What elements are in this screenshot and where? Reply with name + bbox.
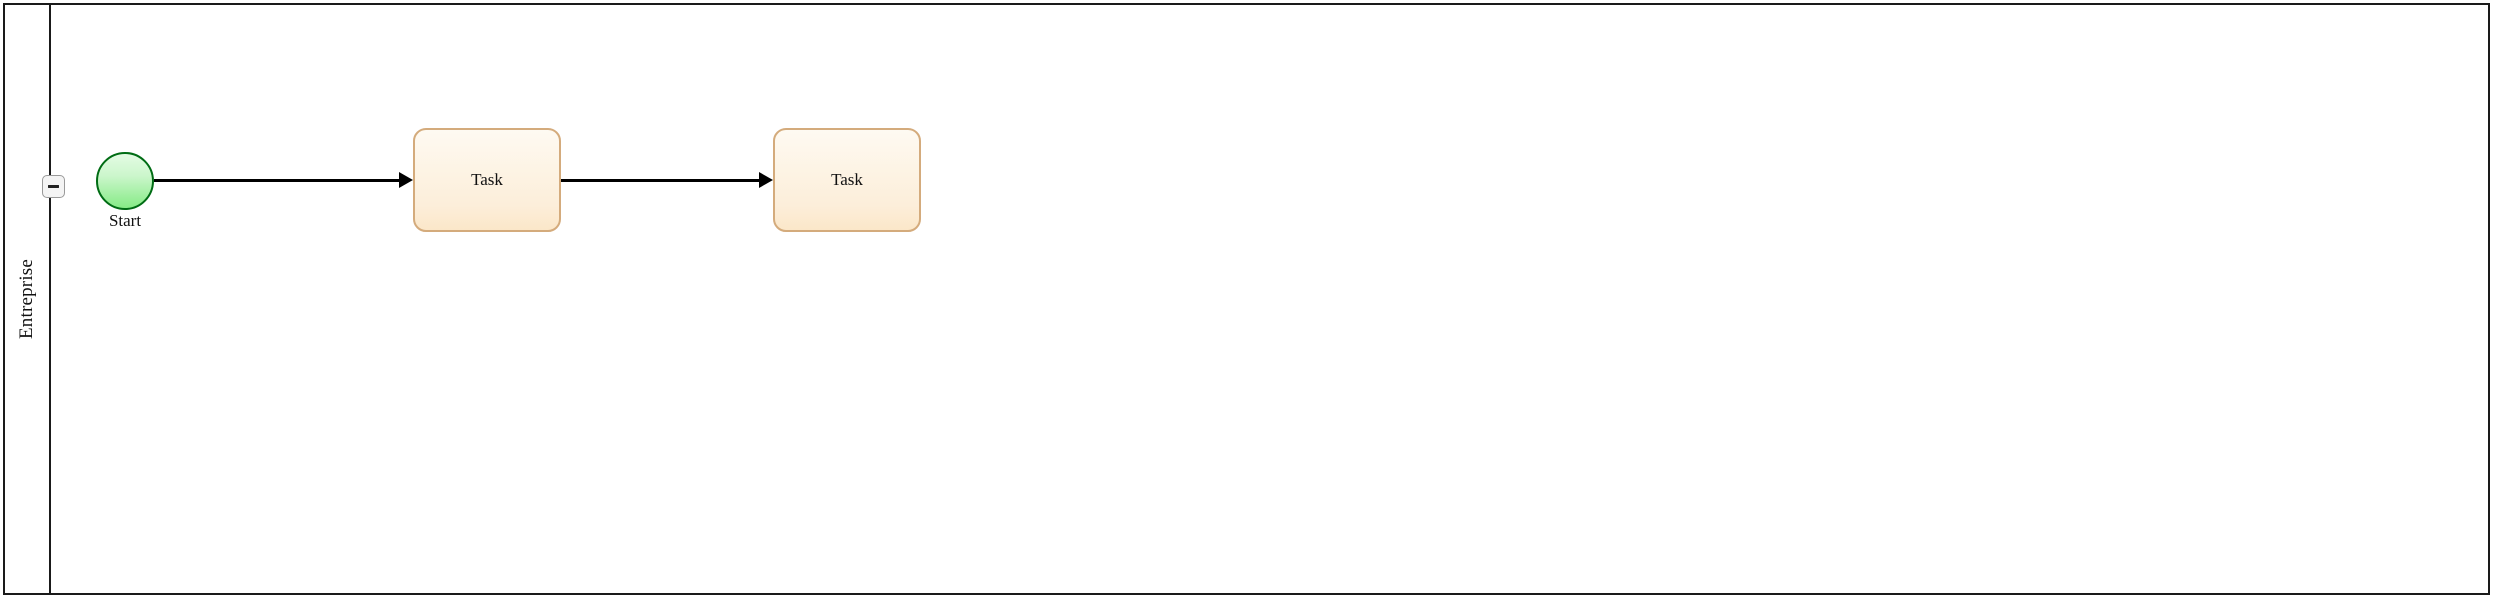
collapse-lane-button[interactable]	[42, 175, 65, 198]
task-node-2[interactable]: Task	[773, 128, 921, 232]
start-event-node[interactable]	[96, 152, 154, 210]
sequence-flow-start-to-task-1[interactable]	[154, 179, 400, 182]
sequence-flow-task-1-to-task-2[interactable]	[561, 179, 760, 182]
task-label: Task	[471, 169, 503, 189]
arrowhead-icon	[759, 172, 773, 188]
lane-label: Entreprise	[16, 258, 37, 340]
start-event-label: Start	[108, 211, 142, 230]
lane-header[interactable]: Entreprise	[5, 5, 51, 593]
minus-icon	[48, 184, 59, 189]
arrowhead-icon	[399, 172, 413, 188]
task-label: Task	[831, 169, 863, 189]
pool-entreprise[interactable]: Entreprise Start Task Task	[3, 3, 2490, 595]
task-node-1[interactable]: Task	[413, 128, 561, 232]
lane-body	[51, 5, 2488, 593]
